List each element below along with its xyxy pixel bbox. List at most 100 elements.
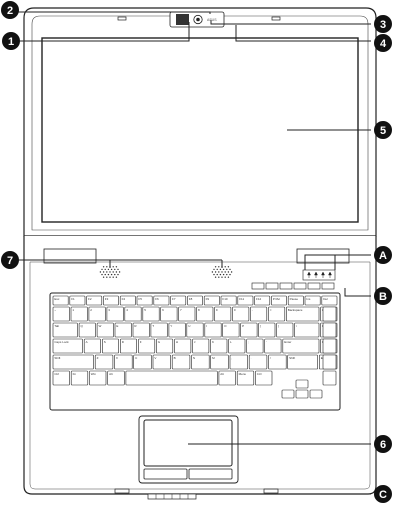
keyboard-key[interactable]: Ctrl: [255, 370, 273, 386]
keyboard-key[interactable]: .: [248, 354, 268, 370]
keyboard-key[interactable]: Esc: [52, 295, 69, 306]
key-label: A: [86, 340, 88, 344]
keyboard-key[interactable]: Backspace: [285, 306, 320, 322]
keyboard-key[interactable]: Caps Lock: [52, 338, 83, 354]
touchpad-left-button[interactable]: [143, 468, 188, 480]
keyboard-key[interactable]: O: [222, 322, 240, 338]
keyboard-key[interactable]: =: [268, 306, 286, 322]
keyboard-key[interactable]: S: [102, 338, 120, 354]
keyboard-key[interactable]: D: [120, 338, 138, 354]
keyboard-key[interactable]: W: [96, 322, 114, 338]
keyboard-key[interactable]: Del: [321, 295, 338, 306]
keyboard-key[interactable]: Ins: [304, 295, 321, 306]
instant-key[interactable]: [251, 282, 265, 290]
keyboard-key[interactable]: J: [192, 338, 210, 354]
keyboard-key[interactable]: F8: [187, 295, 203, 306]
keyboard-key[interactable]: 5: [142, 306, 160, 322]
keyboard-key[interactable]: [125, 370, 218, 386]
keyboard-key[interactable]: PrtSc: [271, 295, 287, 306]
keyboard-key[interactable]: M: [210, 354, 229, 370]
keyboard-key[interactable]: C: [133, 354, 152, 370]
keyboard-key[interactable]: 4: [124, 306, 142, 322]
keyboard-key[interactable]: F10: [220, 295, 237, 306]
keyboard-key[interactable]: K: [210, 338, 228, 354]
keyboard-key[interactable]: Menu: [236, 370, 255, 386]
arrow-key[interactable]: [309, 389, 323, 399]
keyboard-key[interactable]: N: [191, 354, 210, 370]
keyboard-key[interactable]: 6: [160, 306, 178, 322]
keyboard-key[interactable]: P: [240, 322, 258, 338]
arrow-key[interactable]: [295, 389, 309, 399]
keyboard-key[interactable]: V: [152, 354, 172, 370]
keyboard-key[interactable]: R: [132, 322, 150, 338]
keyboard-key[interactable]: Shift: [287, 354, 319, 370]
keyboard-key[interactable]: Win: [89, 370, 107, 386]
side-key[interactable]: [322, 354, 337, 370]
keyboard-key[interactable]: A: [83, 338, 101, 354]
instant-key[interactable]: [307, 282, 321, 290]
keyboard-key[interactable]: 0: [232, 306, 250, 322]
keyboard-key[interactable]: T: [150, 322, 168, 338]
keyboard-key[interactable]: F1: [69, 295, 86, 306]
arrow-key[interactable]: [281, 389, 295, 399]
side-key[interactable]: [322, 338, 337, 354]
keyboard-key[interactable]: 9: [214, 306, 232, 322]
instant-key[interactable]: [321, 282, 335, 290]
camera-logo: ASUS: [207, 18, 217, 22]
keyboard-key[interactable]: L: [228, 338, 246, 354]
keyboard-key[interactable]: 2: [88, 306, 106, 322]
keyboard-key[interactable]: F3: [103, 295, 119, 306]
instant-key[interactable]: [293, 282, 307, 290]
side-key[interactable]: [322, 322, 337, 338]
keyboard-key[interactable]: F5: [136, 295, 153, 306]
instant-key[interactable]: [265, 282, 279, 290]
keyboard-key[interactable]: Shift: [52, 354, 94, 370]
keyboard-key[interactable]: Pause: [287, 295, 304, 306]
keyboard-key[interactable]: ,: [229, 354, 249, 370]
keyboard-key[interactable]: Z: [94, 354, 114, 370]
keyboard-key[interactable]: /: [268, 354, 287, 370]
keyboard-key[interactable]: F9: [203, 295, 220, 306]
keyboard-key[interactable]: [: [258, 322, 276, 338]
keyboard-key[interactable]: ;: [246, 338, 264, 354]
touchpad-right-button[interactable]: [188, 468, 233, 480]
keyboard-key[interactable]: ]: [276, 322, 294, 338]
keyboard-key[interactable]: -: [250, 306, 268, 322]
arrow-key[interactable]: [295, 379, 309, 389]
keyboard-key[interactable]: F2: [86, 295, 103, 306]
keyboard-key[interactable]: Alt: [107, 370, 125, 386]
keyboard-key[interactable]: F4: [119, 295, 136, 306]
keyboard-key[interactable]: G: [156, 338, 174, 354]
keyboard-key[interactable]: Y: [168, 322, 186, 338]
keyboard-key[interactable]: B: [171, 354, 191, 370]
keyboard-key[interactable]: H: [174, 338, 192, 354]
keyboard-key[interactable]: 8: [196, 306, 214, 322]
keyboard-key[interactable]: U: [186, 322, 204, 338]
keyboard-key[interactable]: Alt: [218, 370, 236, 386]
touchpad[interactable]: [143, 419, 233, 467]
keyboard-key[interactable]: E: [114, 322, 132, 338]
keyboard-key[interactable]: 3: [106, 306, 124, 322]
keyboard-key[interactable]: ': [264, 338, 282, 354]
side-key[interactable]: [322, 306, 337, 322]
keyboard-key[interactable]: 1: [70, 306, 88, 322]
keyboard-key[interactable]: Q: [78, 322, 96, 338]
keyboard-key[interactable]: Tab: [52, 322, 78, 338]
keyboard-key[interactable]: \: [294, 322, 320, 338]
keyboard-key[interactable]: X: [114, 354, 133, 370]
keyboard-key[interactable]: ~: [52, 306, 70, 322]
keyboard-key[interactable]: F7: [170, 295, 187, 306]
keyboard-key[interactable]: F: [138, 338, 156, 354]
keyboard-key[interactable]: F12: [254, 295, 271, 306]
keyboard-key[interactable]: I: [204, 322, 222, 338]
side-key[interactable]: [322, 370, 337, 386]
keyboard-key[interactable]: 7: [178, 306, 196, 322]
keyboard-key[interactable]: Enter: [282, 338, 320, 354]
key-label: 4: [126, 308, 128, 312]
instant-key[interactable]: [279, 282, 293, 290]
keyboard-key[interactable]: Ctrl: [52, 370, 70, 386]
keyboard-key[interactable]: F11: [237, 295, 254, 306]
keyboard-key[interactable]: F6: [153, 295, 170, 306]
keyboard-key[interactable]: Fn: [70, 370, 89, 386]
